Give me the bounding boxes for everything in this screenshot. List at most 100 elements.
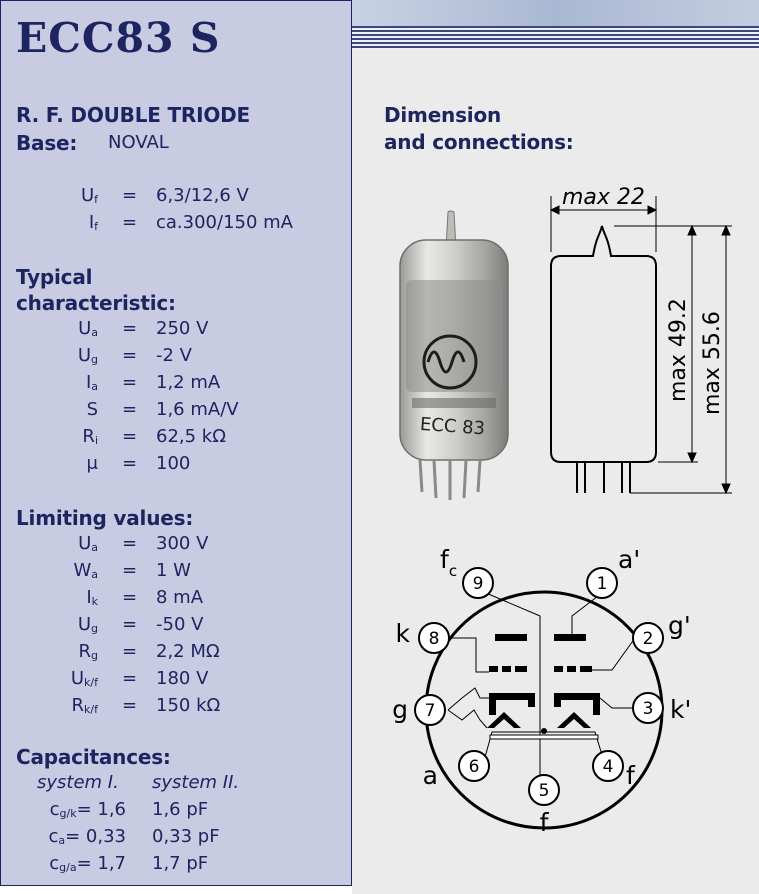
spec-row: Ug = -50 V	[0, 614, 352, 640]
pin-number: 5	[539, 781, 550, 801]
spec-row: Ia=1,2 mA	[0, 372, 352, 398]
spec-equals: =	[122, 560, 138, 581]
spec-symbol: μ	[87, 453, 98, 474]
spec-symbol-main: μ	[86, 453, 98, 474]
spec-symbol-sub: a	[91, 568, 98, 581]
spec-row: Ua=250 V	[0, 318, 352, 344]
pin-5: 5f	[528, 774, 560, 837]
capacitances-heading: Capacitances:	[16, 745, 171, 769]
spec-value: 150 kΩ	[156, 695, 221, 716]
typical-heading-line1: Typical	[16, 265, 93, 289]
pin-number: 7	[425, 701, 436, 721]
spec-value: -2 V	[156, 345, 192, 366]
spec-symbol-sub: k	[91, 595, 98, 608]
spec-equals: =	[122, 399, 138, 420]
pin-label: k'	[670, 695, 691, 724]
spec-symbol-sub: g	[91, 649, 98, 662]
dimension-lines	[549, 196, 732, 495]
pin-7: 7g	[392, 694, 446, 726]
spec-symbol: Uk/f	[71, 668, 98, 689]
spec-symbol-sub: i	[94, 434, 98, 447]
spec-symbol-main: U	[77, 614, 92, 635]
spec-equals: =	[122, 587, 138, 608]
wiring	[447, 592, 636, 776]
pin-6: 6a	[423, 750, 490, 790]
spec-symbol-main: W	[73, 560, 92, 581]
spec-equals: =	[122, 426, 138, 447]
tube-print: ECC 83	[419, 414, 485, 439]
spec-symbol-main: R	[71, 695, 85, 716]
spec-value: ca.300/150 mA	[156, 212, 293, 233]
spec-row: Uf=6,3/12,6 V	[0, 185, 352, 211]
spec-symbol-sub: a	[91, 326, 98, 339]
spec-symbol-main: U	[78, 533, 92, 554]
tube-dimension-drawing: ECC 83 max 22 max 49.2 max 55.6	[399, 185, 732, 500]
spec-symbol-main: U	[77, 345, 92, 366]
spec-row: μ=100	[0, 453, 352, 479]
pin-label-text: f	[440, 545, 450, 574]
capacitance-value1: = 1,6	[76, 799, 126, 820]
pin-number: 6	[469, 757, 480, 777]
capacitance-symbol: c	[49, 853, 60, 874]
pin-number: 1	[597, 574, 608, 594]
pin-label: a	[423, 761, 438, 790]
capacitance-system1: cg/a= 1,7	[49, 853, 126, 874]
pin-label-text: a	[423, 761, 438, 790]
limiting-heading: Limiting values:	[16, 506, 194, 530]
pin-label: f	[540, 808, 550, 837]
dimension-outline	[550, 225, 657, 493]
spec-row: Ug=-2 V	[0, 345, 352, 371]
spec-symbol: S	[87, 399, 98, 420]
pin-2: 2 g'	[632, 611, 691, 654]
spec-value: 8 mA	[156, 587, 204, 608]
spec-symbol-sub: a	[91, 541, 98, 554]
spec-symbol-sub: g	[91, 622, 98, 635]
pin-circle	[632, 692, 664, 724]
spec-symbol-sub: k/f	[84, 676, 98, 689]
spec-symbol-main: U	[70, 668, 85, 689]
spec-equals: =	[122, 614, 138, 635]
spec-symbol: Ia	[86, 372, 98, 393]
capacitance-symbol: c	[49, 799, 60, 820]
pin-label-text: k'	[670, 695, 691, 724]
typical-heading-line2: characteristic:	[16, 291, 176, 315]
triode-electrodes	[487, 634, 600, 734]
spec-row: Ua=300 V	[0, 533, 352, 559]
spec-value: 2,2 MΩ	[156, 641, 220, 662]
spec-symbol: Ua	[78, 533, 98, 554]
spec-equals: =	[122, 453, 138, 474]
spec-symbol: Ua	[78, 318, 98, 339]
capacitance-symbol: c	[48, 826, 59, 847]
pin-8: 8k	[396, 619, 450, 654]
pin-label-text: f	[626, 761, 636, 790]
height1-dimension-label: max 49.2	[666, 298, 691, 402]
pin-1: 1a'	[586, 545, 640, 599]
spec-row: Wa=1 W	[0, 560, 352, 586]
spec-panel	[0, 0, 352, 886]
system1-label: system I.	[37, 772, 119, 793]
pin-label: g'	[668, 611, 691, 640]
system2-label: system II.	[152, 772, 240, 793]
spec-symbol-sub: g	[91, 353, 98, 366]
pin-number: 4	[603, 757, 614, 777]
pin-number: 2	[643, 629, 654, 649]
spec-value: -50 V	[156, 614, 204, 635]
pin-circle	[528, 774, 560, 806]
base-value: NOVAL	[108, 132, 169, 153]
pin-circle	[592, 750, 624, 782]
pin-label: k	[396, 619, 411, 648]
pin-label-text: g	[392, 695, 408, 724]
spec-value: 1,2 mA	[156, 372, 221, 393]
spec-symbol-main: I	[86, 587, 92, 608]
pin-label-text: g'	[668, 611, 691, 640]
spec-value: 1,6 mA/V	[156, 399, 239, 420]
spec-symbol: Ug	[78, 614, 98, 635]
pin-circle	[586, 567, 618, 599]
spec-symbol: Uf	[81, 185, 98, 206]
capacitance-symbol-sub: g/a	[59, 861, 77, 874]
spec-symbol-sub: f	[94, 193, 98, 206]
